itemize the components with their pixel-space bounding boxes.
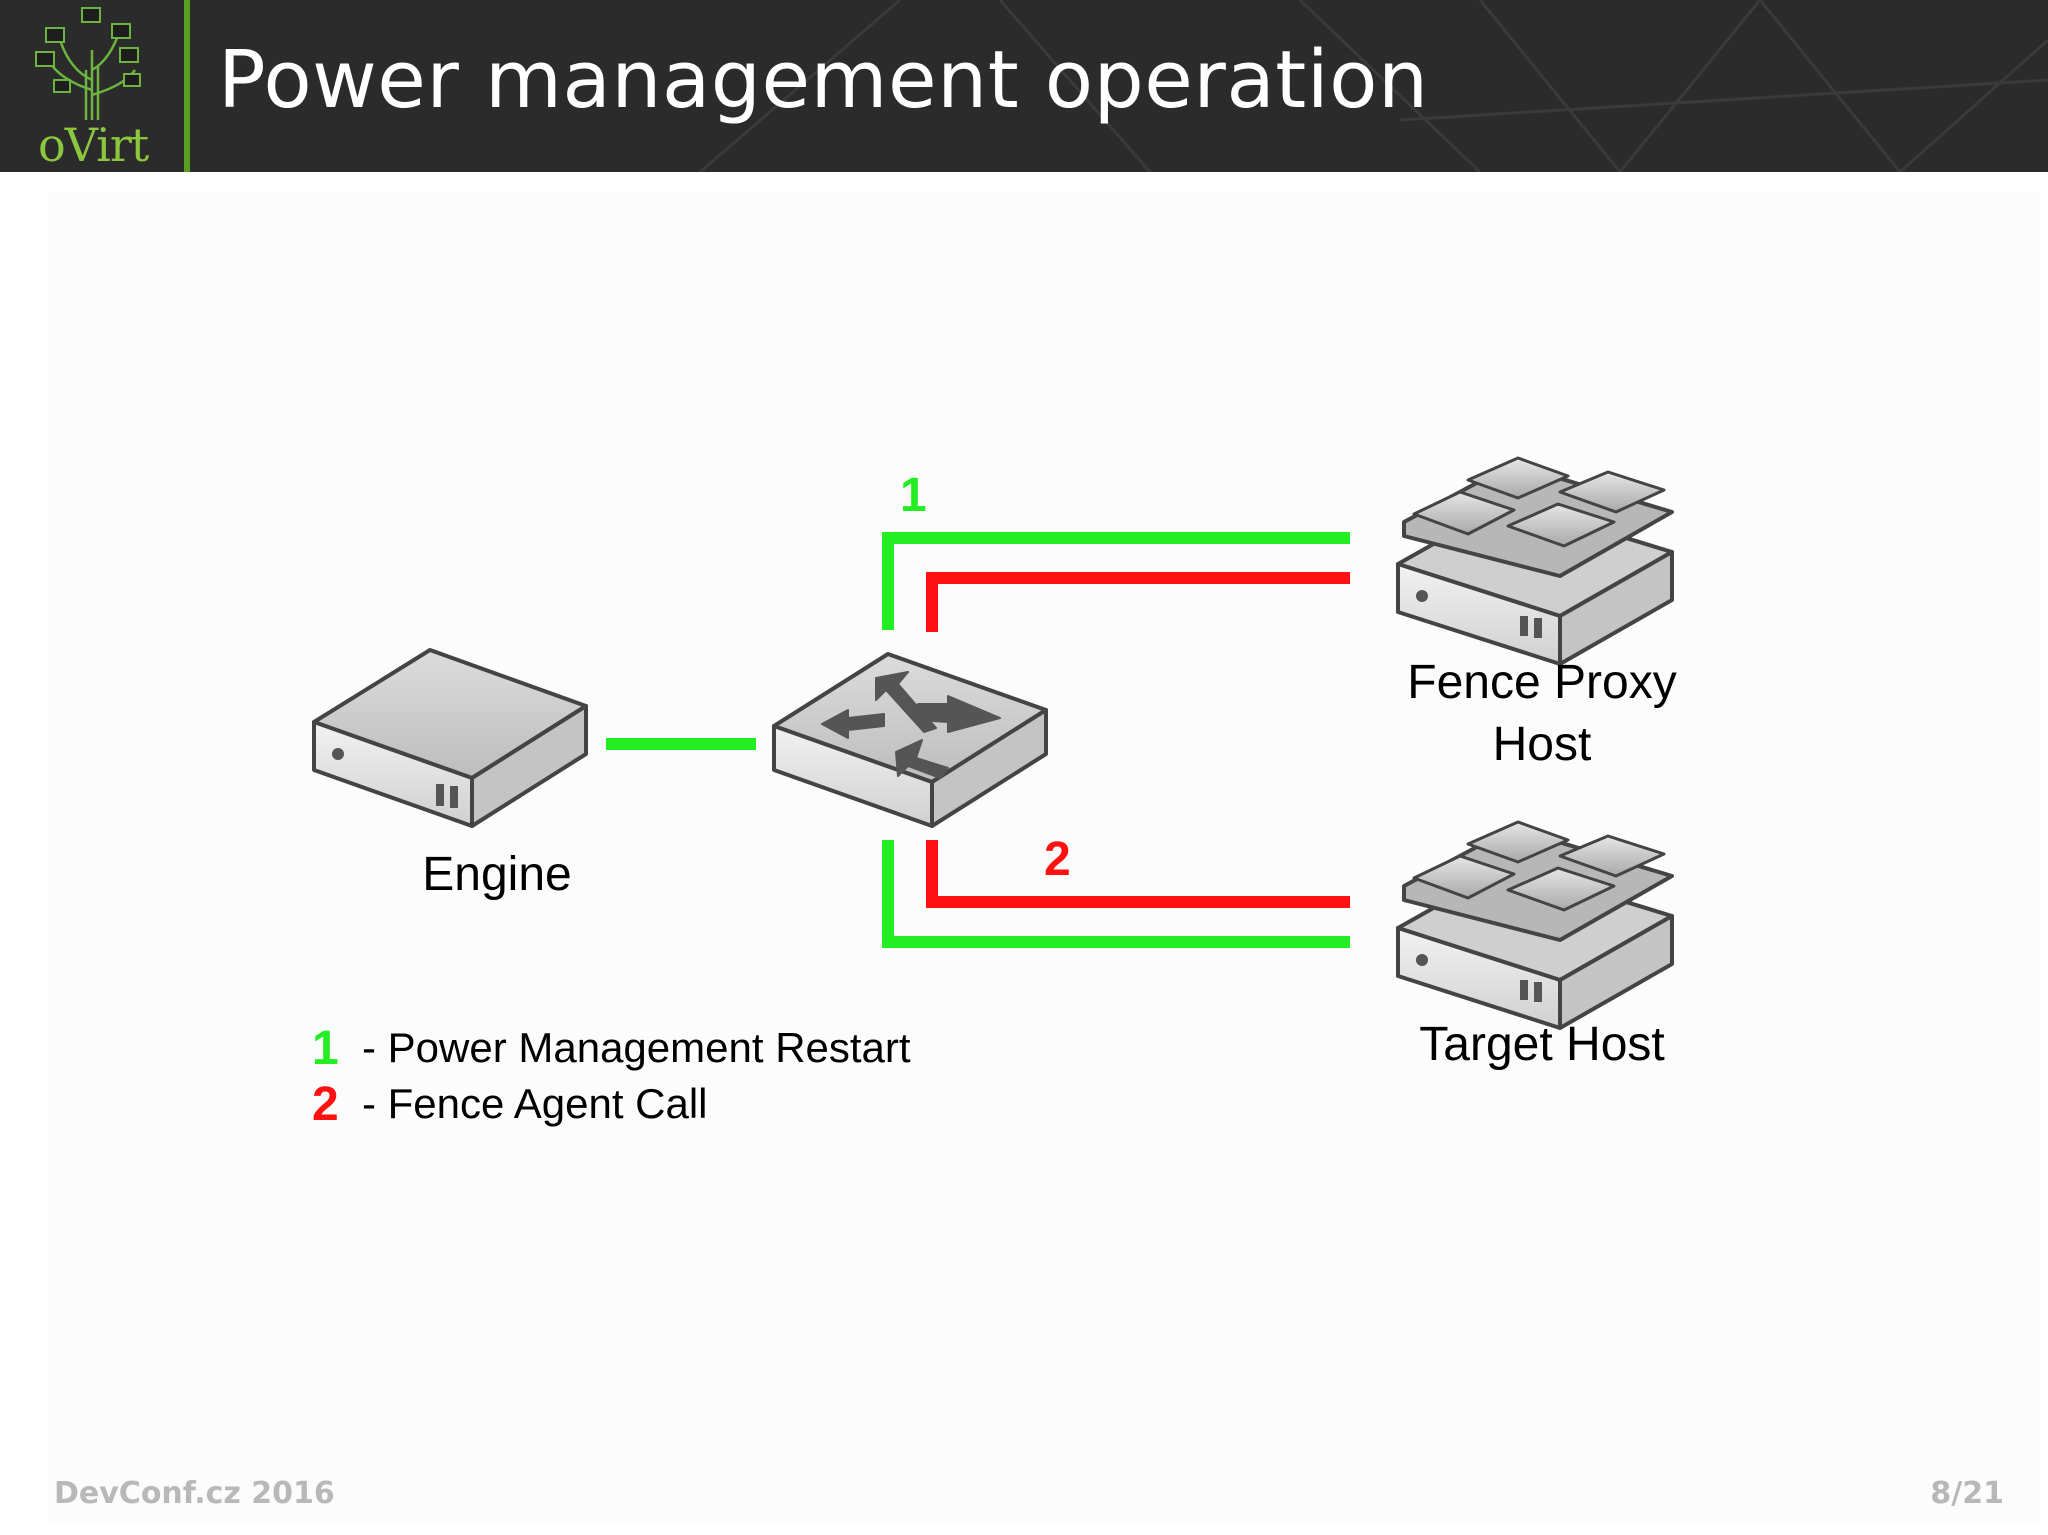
engine-label: Engine xyxy=(422,848,572,901)
fence-proxy-label-line2: Host xyxy=(1492,718,1592,771)
red-path-fence-proxy xyxy=(926,572,1350,632)
green-path-target xyxy=(882,840,1350,948)
header-texture xyxy=(699,0,2048,172)
legend: 1 - Power Management Restart 2 - Fence A… xyxy=(312,1020,911,1132)
red-path-label: 2 xyxy=(1044,833,1071,886)
network-diagram xyxy=(312,456,1674,1030)
green-path-fence-proxy xyxy=(882,532,1350,630)
fence-proxy-label-line1: Fence Proxy xyxy=(1407,656,1677,709)
legend-text: - Fence Agent Call xyxy=(362,1080,708,1127)
tree-icon xyxy=(35,7,141,120)
engine-server-icon xyxy=(312,648,588,828)
target-host-icon xyxy=(1396,820,1674,1030)
footer-page-number: 8/21 xyxy=(1930,1476,2004,1511)
green-path-label: 1 xyxy=(900,469,927,522)
fence-proxy-host-icon xyxy=(1396,456,1674,666)
logo-text: oVirt xyxy=(38,118,149,172)
legend-item-fence-agent: 2 - Fence Agent Call xyxy=(312,1076,911,1132)
legend-num: 1 xyxy=(312,1021,339,1075)
footer-event: DevConf.cz 2016 xyxy=(54,1476,335,1511)
slide-content: 1 2 Engine Fence Proxy Host Target Host … xyxy=(48,192,2040,1522)
page-title: Power management operation xyxy=(218,34,1429,126)
legend-num: 2 xyxy=(312,1077,339,1131)
target-host-label: Target Host xyxy=(1419,1018,1665,1071)
legend-item-power-restart: 1 - Power Management Restart xyxy=(312,1020,911,1076)
header-divider xyxy=(184,0,190,172)
header-bar: oVirt Power management operation xyxy=(0,0,2048,172)
red-path-target xyxy=(926,840,1350,908)
switch-icon xyxy=(772,652,1048,828)
legend-text: - Power Management Restart xyxy=(362,1024,911,1071)
ovirt-logo: oVirt xyxy=(0,0,184,172)
